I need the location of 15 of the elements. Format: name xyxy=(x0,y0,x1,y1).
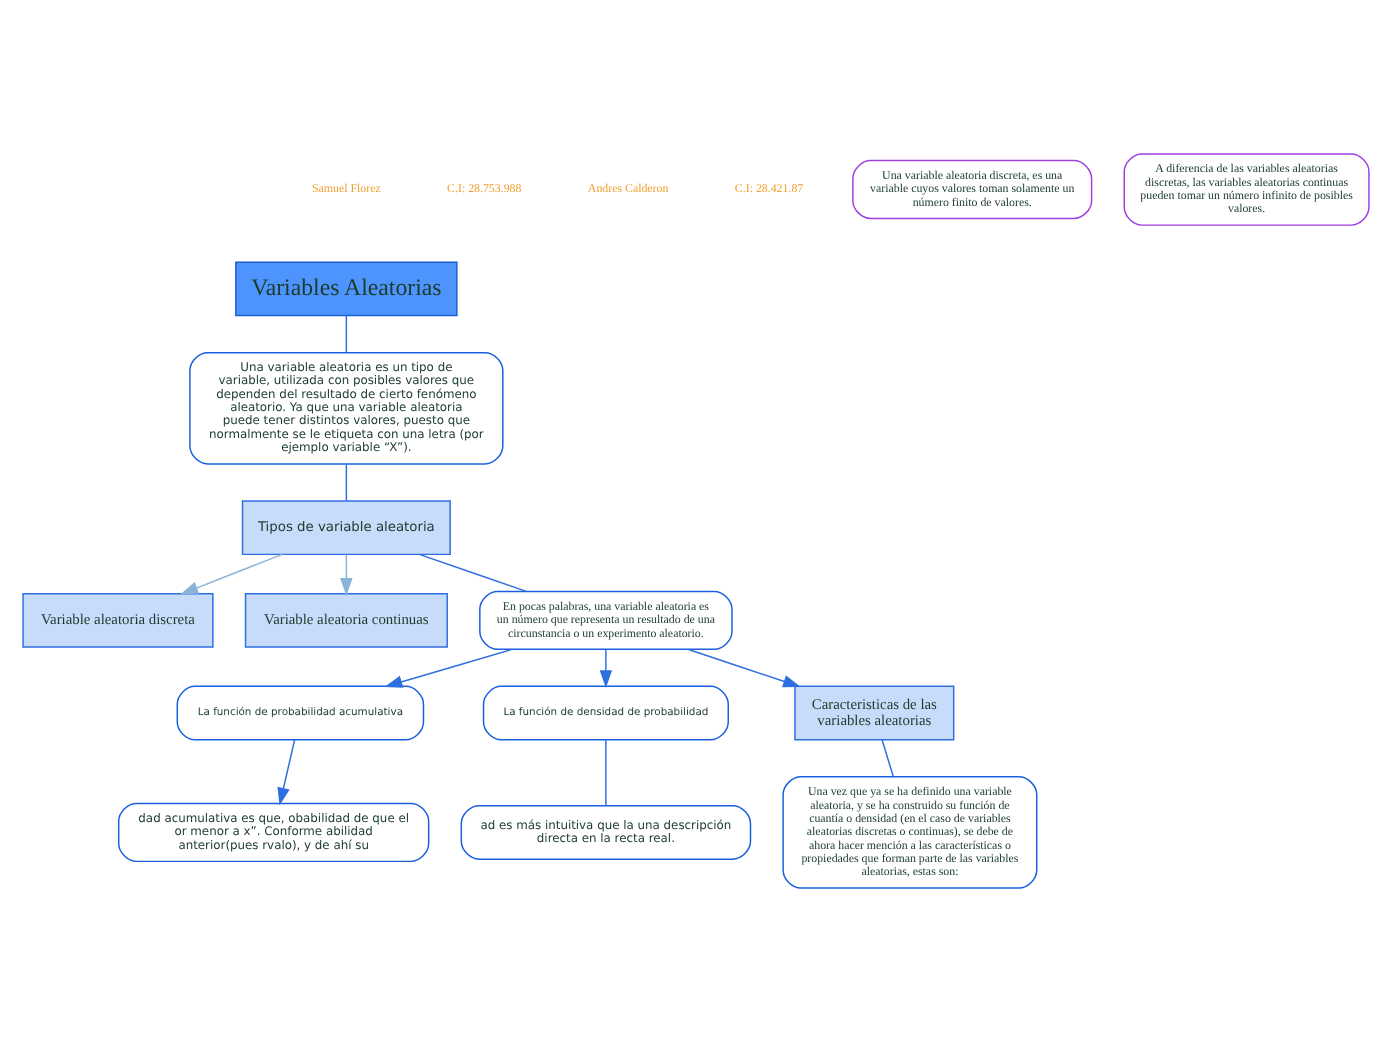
connector xyxy=(605,738,607,806)
arrow xyxy=(599,648,613,688)
arrow xyxy=(384,647,513,687)
connector xyxy=(881,738,895,777)
arrow xyxy=(180,552,283,594)
node-box: Variable aleatoria discreta xyxy=(22,591,214,647)
node-box: Caracteristicas de las variables aleatorias xyxy=(794,684,955,740)
arrow xyxy=(277,738,296,805)
connector xyxy=(418,552,527,592)
node-box: Variable aleatoria continuas xyxy=(244,591,448,647)
node-box: Variables Aleatorias xyxy=(235,260,458,316)
connector xyxy=(345,462,348,501)
arrow xyxy=(340,552,353,595)
arrow xyxy=(687,647,801,687)
connector xyxy=(345,313,348,353)
